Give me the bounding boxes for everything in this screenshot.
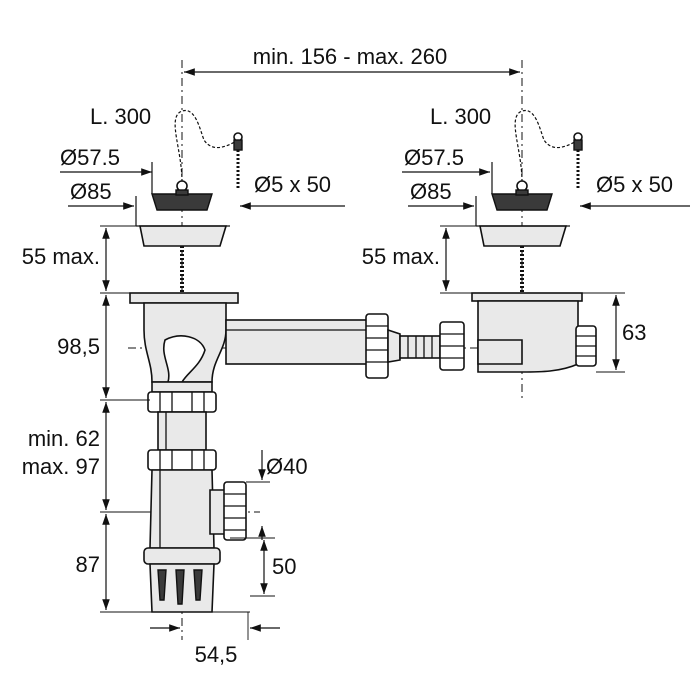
right-drain-body bbox=[439, 292, 597, 373]
right-stopper bbox=[491, 180, 553, 211]
left-inner-diameter-label: Ø57.5 bbox=[60, 145, 120, 170]
left-overflow-plug bbox=[233, 132, 243, 188]
body-height-label: 98,5 bbox=[57, 334, 100, 359]
trap-outlet bbox=[209, 481, 247, 541]
left-chain bbox=[174, 109, 239, 183]
right-outer-diameter-label: Ø85 bbox=[410, 179, 452, 204]
left-drain-body bbox=[129, 292, 239, 393]
left-chain-label: L. 300 bbox=[90, 104, 151, 129]
body-height-dimension: 98,5 bbox=[57, 295, 110, 398]
right-chain-dimension: L. 300 bbox=[430, 104, 491, 129]
left-overflow-dimension: Ø5 x 50 bbox=[240, 172, 345, 210]
offset-width-label: 54,5 bbox=[195, 642, 238, 667]
left-depth-label: 55 max. bbox=[22, 244, 100, 269]
connector-height-label: 63 bbox=[622, 320, 646, 345]
left-chain-dimension: L. 300 bbox=[90, 104, 151, 129]
right-strainer-assembly bbox=[476, 109, 583, 293]
right-inner-diameter-label: Ø57.5 bbox=[404, 145, 464, 170]
outlet-height-dimension: 50 bbox=[260, 540, 296, 594]
right-strainer-basin bbox=[479, 225, 568, 247]
right-overflow-label: Ø5 x 50 bbox=[596, 172, 673, 197]
connector-nut-left bbox=[365, 313, 389, 379]
right-depth-dimension: 55 max. bbox=[362, 228, 450, 291]
left-outer-diameter-label: Ø85 bbox=[70, 179, 112, 204]
right-outer-diameter-dimension: Ø85 bbox=[408, 179, 477, 226]
right-body-flange bbox=[471, 292, 583, 302]
left-strainer-basin bbox=[139, 225, 228, 247]
adjust-max-label: max. 97 bbox=[22, 454, 100, 479]
trap-height-dimension: 87 bbox=[76, 514, 110, 610]
right-chain bbox=[514, 109, 579, 183]
left-stopper bbox=[151, 180, 213, 211]
left-strainer-assembly bbox=[136, 109, 243, 293]
upper-nut bbox=[147, 391, 217, 413]
left-depth-dimension: 55 max. bbox=[22, 228, 110, 291]
left-inner-diameter-dimension: Ø57.5 bbox=[60, 145, 153, 194]
span-label: min. 156 - max. 260 bbox=[253, 44, 447, 69]
left-outer-diameter-dimension: Ø85 bbox=[68, 179, 137, 226]
telescopic-tube bbox=[157, 411, 207, 451]
connector-height-dimension: 63 bbox=[612, 295, 646, 370]
adjust-dimension: min. 62 max. 97 bbox=[22, 402, 110, 510]
connector-pipe bbox=[225, 319, 371, 365]
right-overflow-dimension: Ø5 x 50 bbox=[580, 172, 690, 210]
hose-nozzle bbox=[387, 328, 441, 363]
right-chain-label: L. 300 bbox=[430, 104, 491, 129]
right-depth-label: 55 max. bbox=[362, 244, 440, 269]
trap-height-label: 87 bbox=[76, 552, 100, 577]
left-overflow-label: Ø5 x 50 bbox=[254, 172, 331, 197]
outlet-diameter-label: Ø40 bbox=[266, 454, 308, 479]
outlet-height-label: 50 bbox=[272, 554, 296, 579]
left-body-collar bbox=[151, 381, 213, 393]
right-overflow-plug bbox=[573, 132, 583, 188]
adjust-min-label: min. 62 bbox=[28, 426, 100, 451]
offset-width-dimension: 54,5 bbox=[150, 624, 280, 667]
trap-bowl bbox=[143, 469, 221, 613]
left-body-flange bbox=[129, 292, 239, 304]
lower-nut bbox=[147, 449, 217, 471]
span-dimension: min. 156 - max. 260 bbox=[184, 44, 520, 76]
outlet-diameter-dimension: Ø40 bbox=[246, 450, 308, 540]
right-inner-diameter-dimension: Ø57.5 bbox=[402, 145, 493, 194]
